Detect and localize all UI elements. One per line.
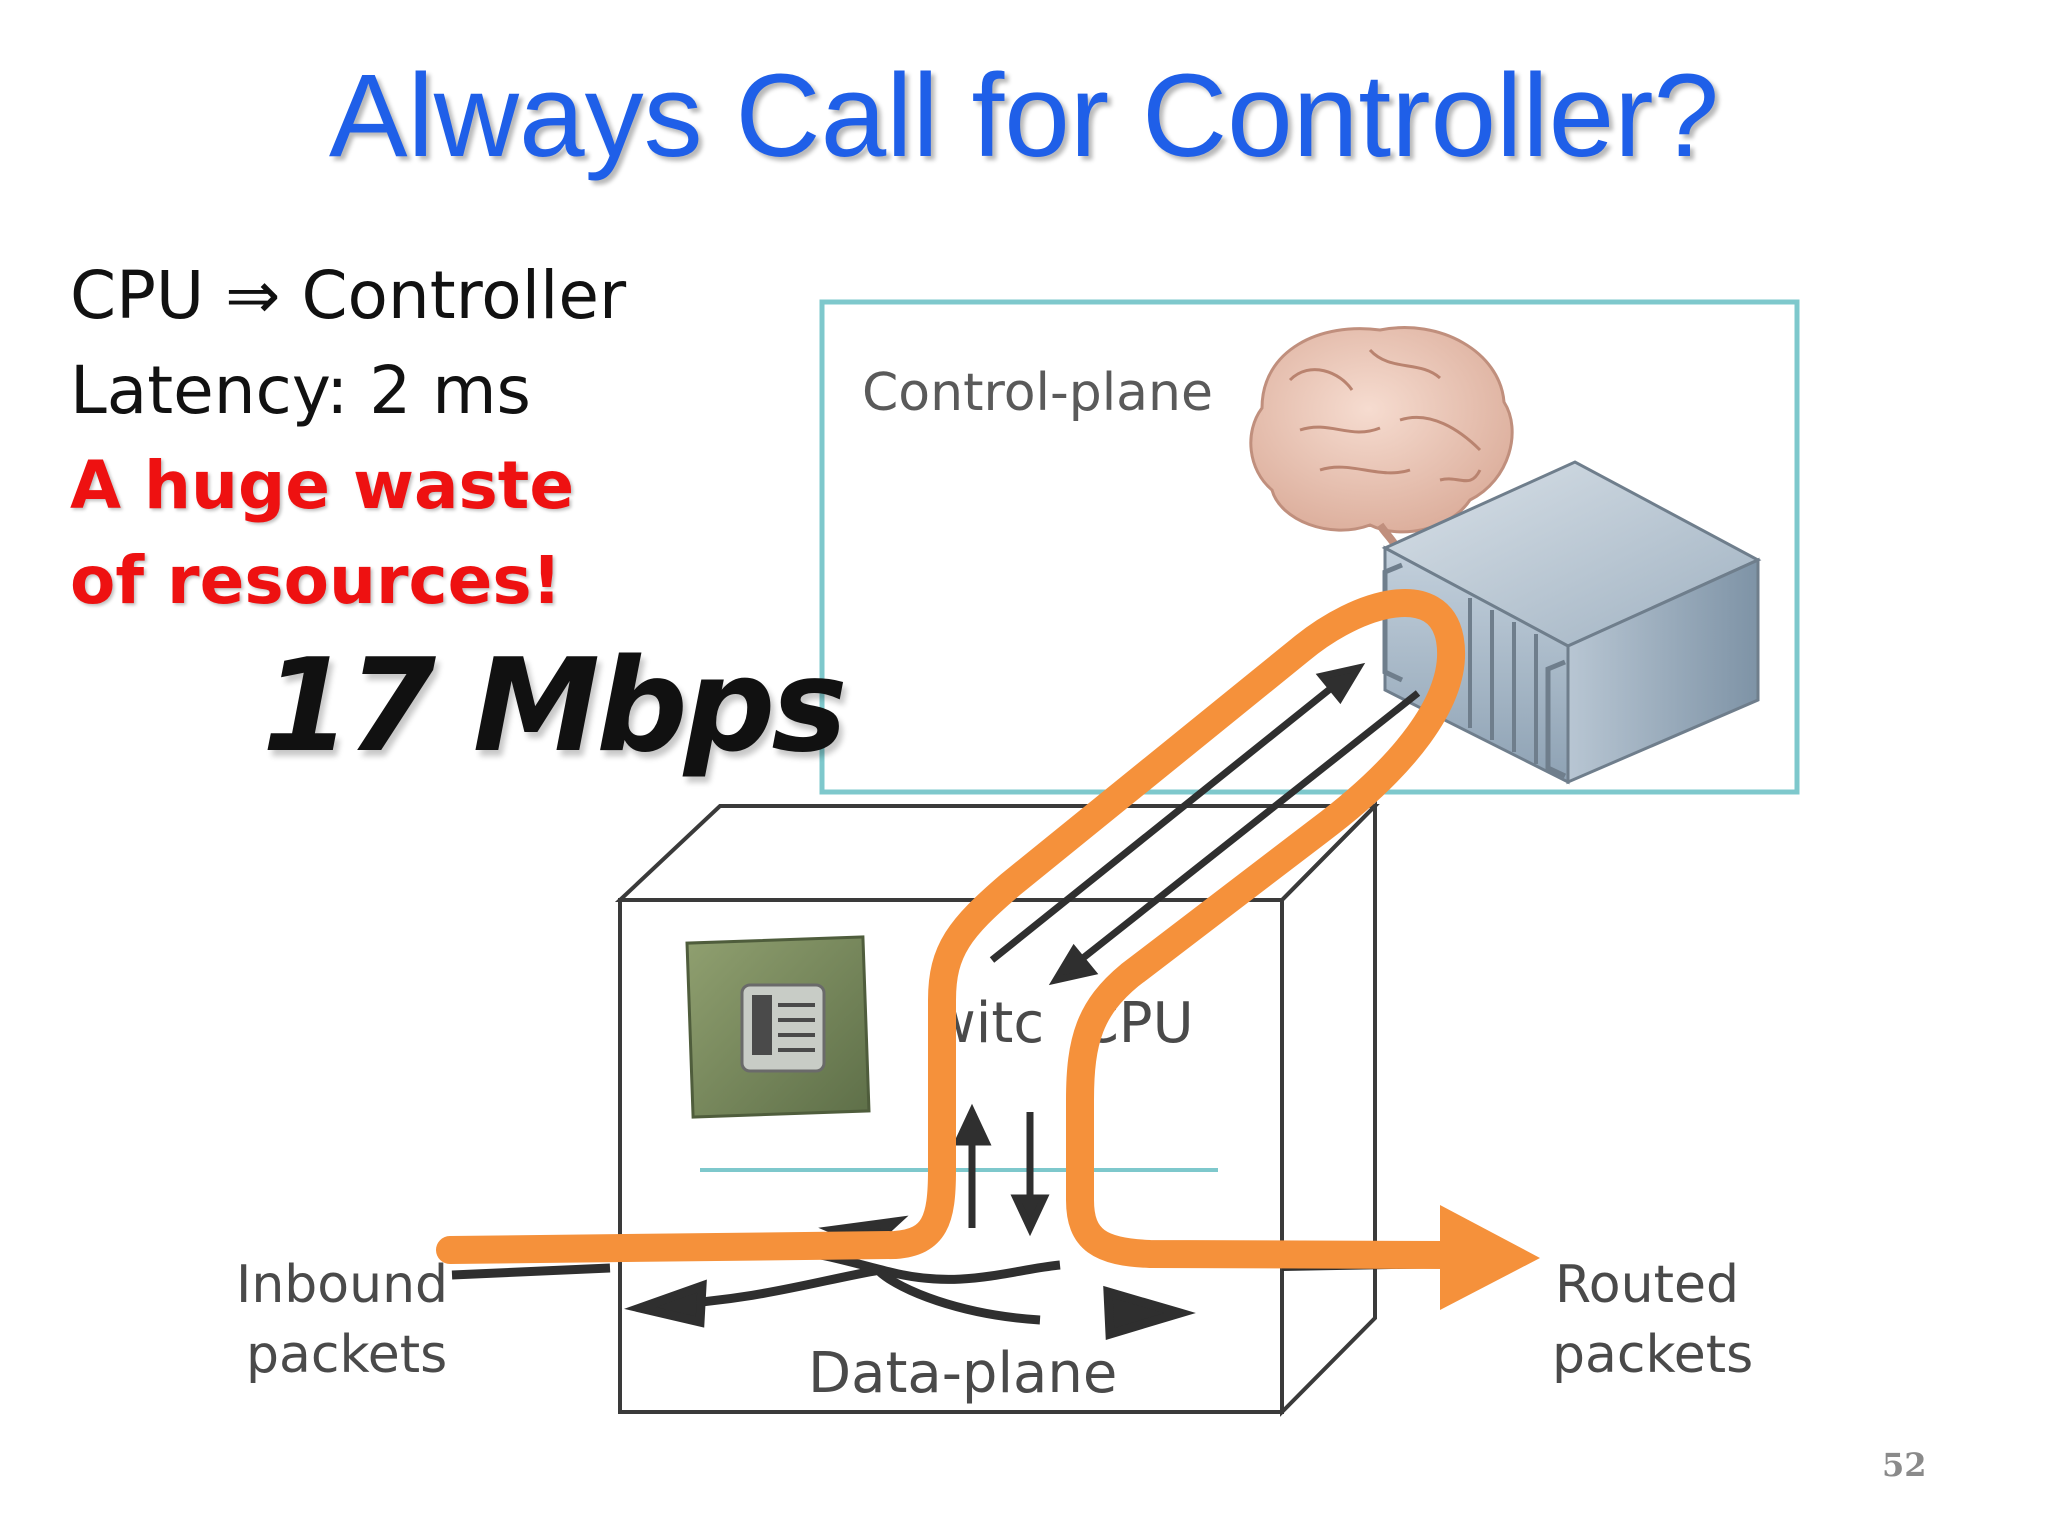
- cpu-dataplane-arrows: [952, 1103, 1050, 1237]
- page-number: 52: [1882, 1446, 1927, 1484]
- controller-arrows: [989, 662, 1421, 986]
- slide-title: Always Call for Controller?: [328, 50, 1720, 182]
- data-plane-label: Data-plane: [808, 1341, 1117, 1406]
- control-plane-box: [819, 299, 1800, 795]
- cpu-chip-icon: [685, 935, 871, 1119]
- inbound-label-1: Inbound: [236, 1255, 448, 1315]
- bullet-list: CPU ⇒ Controller Latency: 2 ms A huge wa…: [70, 248, 626, 628]
- routed-label-1: Routed: [1555, 1255, 1739, 1315]
- packet-flow-path: [436, 589, 1466, 1269]
- bullet-emphasis-1: A huge waste: [70, 447, 575, 524]
- packet-flow-arrowhead: [1440, 1205, 1540, 1310]
- bullet-cpu-controller: CPU ⇒ Controller: [70, 257, 627, 334]
- control-plane-label: Control-plane: [862, 363, 1213, 423]
- throughput-label: 17 Mbps: [262, 632, 847, 781]
- bullet-emphasis-2: of resources!: [70, 542, 562, 619]
- inbound-label-2: packets: [246, 1325, 447, 1385]
- routed-label-2: packets: [1552, 1325, 1753, 1385]
- brain-icon: [1249, 326, 1514, 561]
- bullet-latency: Latency: 2 ms: [70, 352, 531, 429]
- switch-cpu-label: witc CPU: [930, 991, 1194, 1056]
